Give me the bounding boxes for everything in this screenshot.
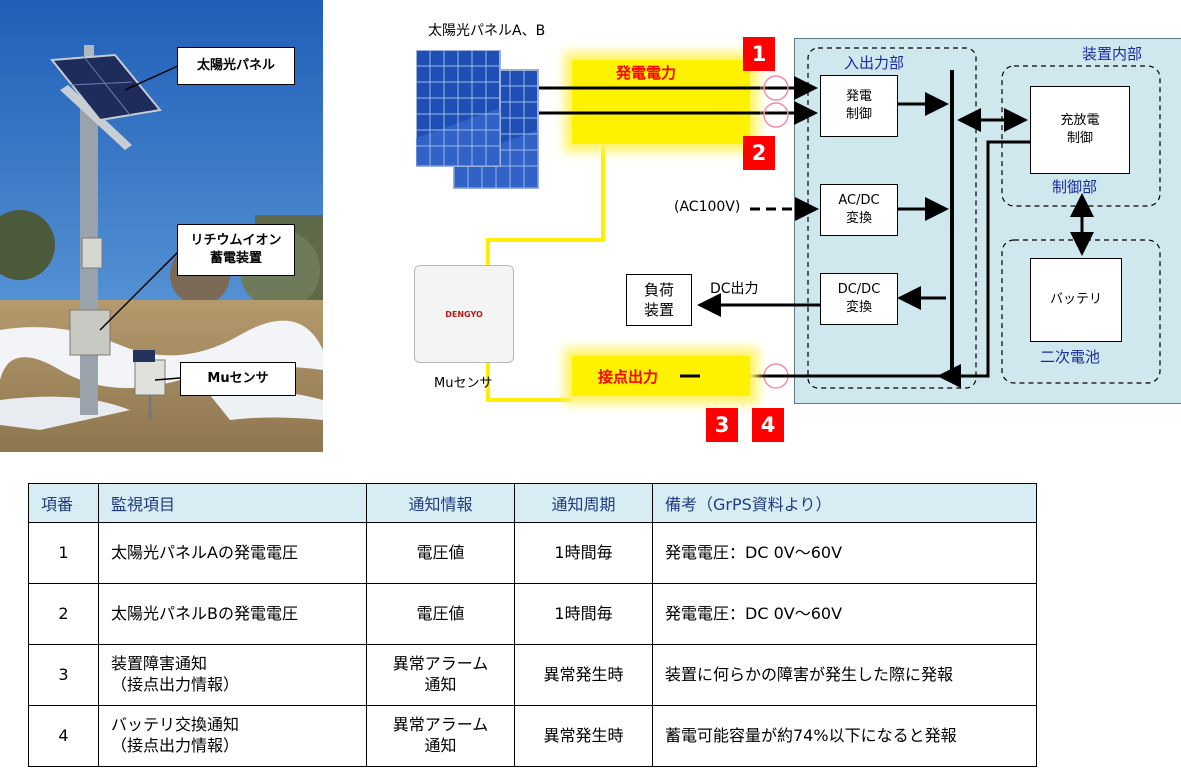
dcdc-converter-box: DC/DC 変換 xyxy=(820,273,898,325)
row-item-line2: （接点出力情報） xyxy=(111,736,240,755)
header-remarks: 備考（GrPS資料より） xyxy=(652,483,1037,523)
control-section-label: 制御部 xyxy=(1052,178,1098,196)
row-cycle: 異常発生時 xyxy=(514,644,653,706)
table-header-row: 項番 監視項目 通知情報 通知周期 備考（GrPS資料より） xyxy=(28,483,1037,523)
battery-box-label: バッテリ xyxy=(1049,292,1102,308)
solar-panel-label: 太陽光パネルA、B xyxy=(428,23,546,39)
callout-solar-panel-label: 太陽光パネル xyxy=(196,58,275,74)
row-info: 電圧値 xyxy=(366,522,515,584)
installation-photo: 太陽光パネル リチウムイオン 蓄電装置 Muセンサ xyxy=(0,0,323,452)
callout-mu-sensor: Muセンサ xyxy=(180,362,296,396)
charge-control-line2: 制御 xyxy=(1066,131,1093,146)
ac-input-label: (AC100V) xyxy=(674,199,741,215)
generation-control-box: 発電 制御 xyxy=(820,75,898,137)
table-row: 1 太陽光パネルAの発電電圧 電圧値 1時間毎 発電電圧：DC 0V～60V xyxy=(28,522,1037,584)
table-row: 4 バッテリ交換通知 （接点出力情報） 異常アラーム 通知 異常発生時 蓄電可能… xyxy=(28,705,1037,767)
mu-sensor-device: DENGYO xyxy=(414,265,514,363)
io-section-label: 入出力部 xyxy=(844,54,905,72)
monitor-point-2 xyxy=(763,102,789,128)
row-info-line1: 異常アラーム xyxy=(392,715,489,735)
load-device-box: 負荷 装置 xyxy=(626,274,692,326)
generation-control-line1: 発電 xyxy=(845,89,872,105)
row-item: 装置障害通知 （接点出力情報） xyxy=(98,644,367,706)
table-row: 3 装置障害通知 （接点出力情報） 異常アラーム 通知 異常発生時 装置に何らか… xyxy=(28,644,1037,706)
row-number: 1 xyxy=(28,522,99,584)
row-note: 発電電圧：DC 0V～60V xyxy=(652,583,1037,645)
row-info-line1: 電圧値 xyxy=(416,603,465,623)
row-number: 3 xyxy=(28,644,99,706)
charge-control-line1: 充放電 xyxy=(1060,113,1100,129)
row-info-line1: 電圧値 xyxy=(416,542,465,562)
table-row: 2 太陽光パネルBの発電電圧 電圧値 1時間毎 発電電圧：DC 0V～60V xyxy=(28,583,1037,645)
header-notification-cycle: 通知周期 xyxy=(514,483,653,523)
dcdc-line2: 変換 xyxy=(845,300,872,315)
diagram-lines-overlay xyxy=(496,86,760,378)
badge-4: 4 xyxy=(752,408,784,442)
callout-mu-sensor-label: Muセンサ xyxy=(207,371,269,387)
badge-1: 1 xyxy=(743,37,775,71)
mu-sensor-label: Muセンサ xyxy=(434,376,493,391)
row-info-line1: 異常アラーム xyxy=(392,654,489,674)
acdc-line1: AC/DC xyxy=(838,193,880,209)
monitor-point-1 xyxy=(763,75,789,101)
dc-output-label: DC出力 xyxy=(710,281,759,297)
mu-sensor-brand: DENGYO xyxy=(445,309,483,319)
header-monitoring-item: 監視項目 xyxy=(98,483,367,523)
row-item-line2: （接点出力情報） xyxy=(111,675,240,694)
row-item-line1: 太陽光パネルAの発電電圧 xyxy=(111,542,298,562)
device-inside-label: 装置内部 xyxy=(1082,45,1143,63)
signal-line-upper xyxy=(486,142,605,265)
row-item: 太陽光パネルAの発電電圧 xyxy=(98,522,367,584)
row-number: 4 xyxy=(28,705,99,767)
row-cycle: 異常発生時 xyxy=(514,705,653,767)
row-note: 蓄電可能容量が約74%以下になると発報 xyxy=(652,705,1037,767)
generation-control-line2: 制御 xyxy=(845,107,872,122)
load-device-line2: 装置 xyxy=(643,301,674,319)
callout-battery: リチウムイオン 蓄電装置 xyxy=(177,224,295,276)
row-info-line2: 通知 xyxy=(424,736,457,755)
row-cycle: 1時間毎 xyxy=(514,522,653,584)
row-cycle: 1時間毎 xyxy=(514,583,653,645)
badge-3: 3 xyxy=(706,408,738,442)
charge-control-box: 充放電 制御 xyxy=(1030,86,1130,174)
contact-output-highlight xyxy=(572,356,750,396)
header-notification-info: 通知情報 xyxy=(366,483,515,523)
solar-panels-icon xyxy=(416,50,539,189)
row-item: 太陽光パネルBの発電電圧 xyxy=(98,583,367,645)
callout-battery-line1: リチウムイオン xyxy=(190,233,282,249)
callout-solar-panel: 太陽光パネル xyxy=(177,47,295,85)
row-number: 2 xyxy=(28,583,99,645)
row-note: 装置に何らかの障害が発生した際に発報 xyxy=(652,644,1037,706)
callout-battery-line2: 蓄電装置 xyxy=(209,251,262,266)
battery-box: バッテリ xyxy=(1030,258,1122,342)
row-item-line1: 装置障害通知 xyxy=(111,654,208,674)
generated-power-label: 発電電力 xyxy=(616,64,677,82)
row-item-line1: バッテリ交換通知 xyxy=(111,715,240,735)
header-item-number: 項番 xyxy=(28,483,99,523)
row-info-line2: 通知 xyxy=(424,675,457,694)
row-info: 異常アラーム 通知 xyxy=(366,644,515,706)
system-diagram: DENGYO 太陽光パネルA、B 発電電力 接点出力 Muセンサ (AC100V… xyxy=(400,0,1181,452)
dcdc-line1: DC/DC xyxy=(837,282,881,298)
row-item-line1: 太陽光パネルBの発電電圧 xyxy=(111,603,298,623)
secondary-battery-label: 二次電池 xyxy=(1040,348,1101,366)
generated-power-highlight xyxy=(572,60,750,144)
acdc-line2: 変換 xyxy=(845,211,872,226)
monitoring-table: 項番 監視項目 通知情報 通知周期 備考（GrPS資料より） 1 太陽光パネルA… xyxy=(28,483,1037,767)
acdc-converter-box: AC/DC 変換 xyxy=(820,184,898,236)
row-note: 発電電圧：DC 0V～60V xyxy=(652,522,1037,584)
row-info: 電圧値 xyxy=(366,583,515,645)
row-info: 異常アラーム 通知 xyxy=(366,705,515,767)
row-item: バッテリ交換通知 （接点出力情報） xyxy=(98,705,367,767)
contact-output-label: 接点出力 xyxy=(598,368,659,386)
load-device-line1: 負荷 xyxy=(643,280,674,299)
badge-2: 2 xyxy=(743,136,775,170)
signal-line-lower xyxy=(486,360,572,402)
